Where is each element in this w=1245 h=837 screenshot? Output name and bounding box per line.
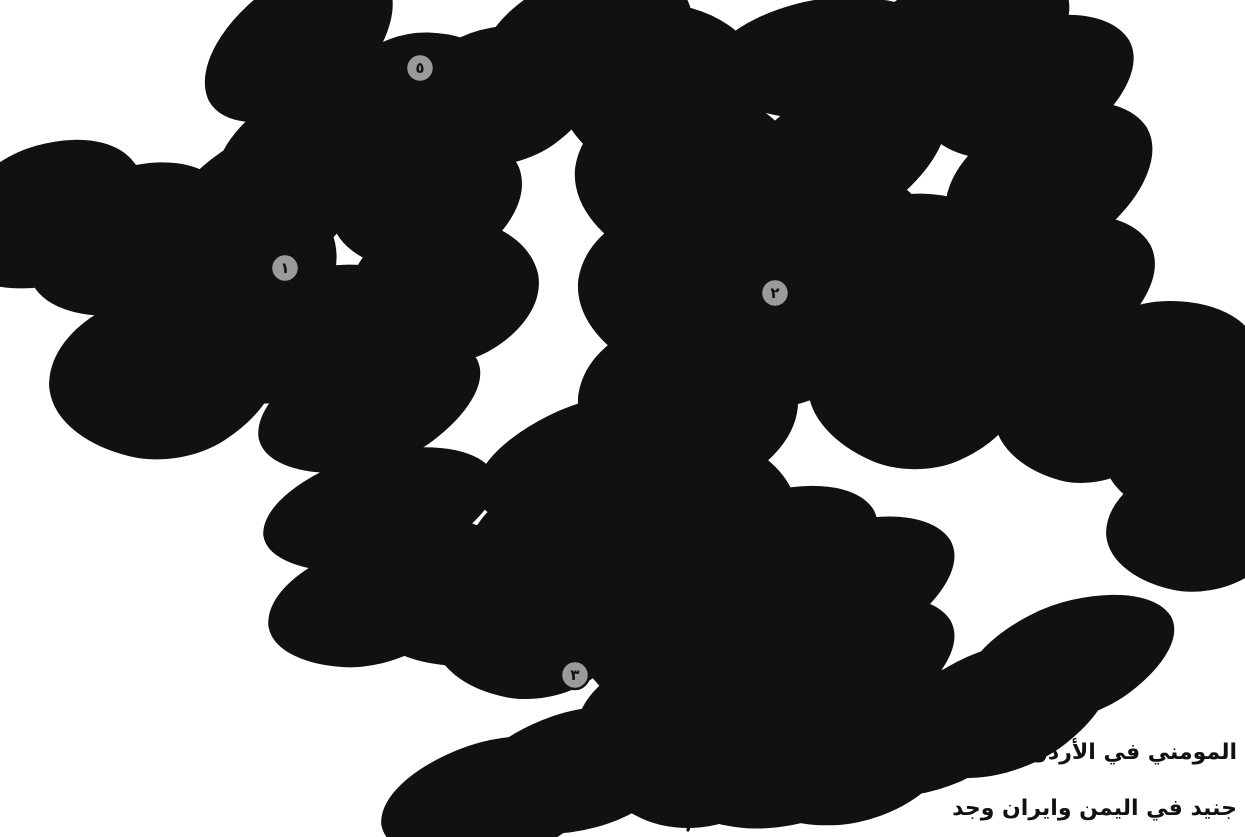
badge-label: ٢ (770, 284, 779, 302)
leaf-node-saleh_r: صالح (1165, 490, 1235, 560)
leaf-label: عطية (422, 278, 469, 302)
badge-b2: ٢ (761, 279, 789, 307)
leaf-node-muammar: معمر (2, 173, 88, 257)
leaf-node-mohammed_bl: محمد (452, 764, 538, 835)
badge-label: ٣ (570, 666, 579, 684)
leaf-node-yusuf: يوسف (336, 475, 423, 545)
leaf-label: حسين (981, 345, 1030, 364)
leaf-node-isa: عيسى (331, 570, 409, 639)
badge-b1: ١ (271, 254, 299, 282)
leaf-node-saeed_r: سعيد (1005, 136, 1096, 224)
leaf-node-radwan: رضوان (1028, 624, 1112, 697)
leaf-node-omar: عمر (807, 627, 892, 704)
leaf-node-atiya: عطية (412, 255, 478, 326)
leaf-node-mohammed_l: محمد (498, 594, 572, 666)
caption-line-1: المومني في الأردن . (1013, 740, 1237, 765)
badge-b5: ٥ (406, 54, 434, 82)
caption-line-2: جنيد في اليمن وايران وجد (952, 796, 1237, 821)
badge-label: ٥ (415, 59, 424, 77)
leaf-label: محمد (666, 280, 710, 300)
leaf-node-khalaf: خلف (326, 366, 415, 444)
badge-label: ١ (280, 259, 289, 277)
badge-b3: ٣ (561, 661, 589, 689)
